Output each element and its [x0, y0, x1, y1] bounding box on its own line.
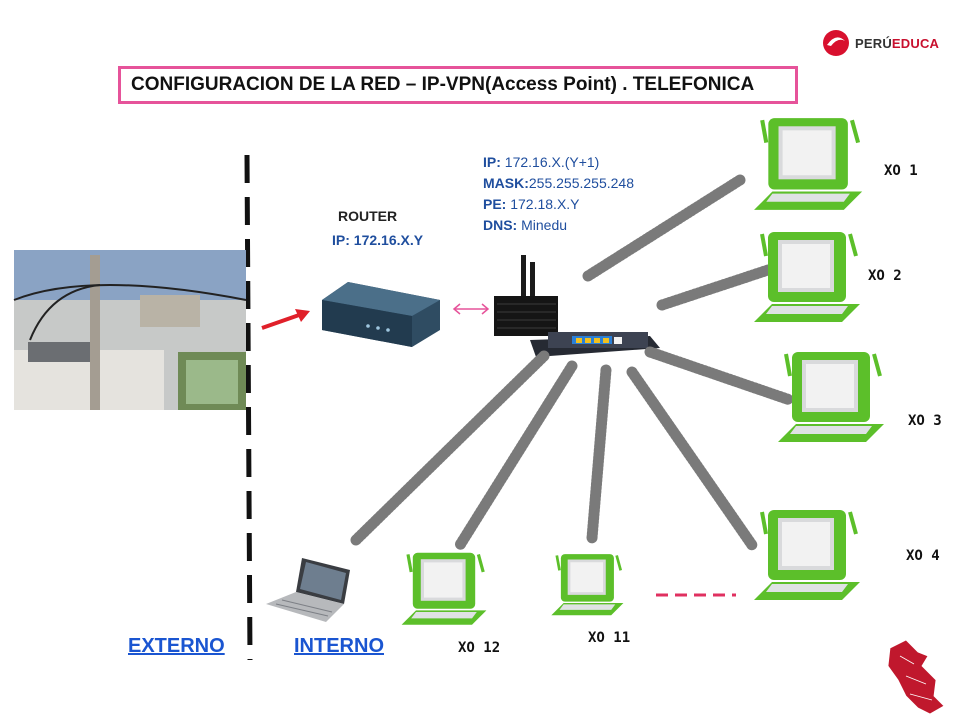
wireless-signal-xo2	[656, 264, 774, 311]
xo-laptop-3	[778, 352, 884, 442]
router-label: ROUTER	[338, 208, 398, 224]
wireless-signal-xo11	[586, 364, 612, 544]
access-point-info: IP: 172.16.X.(Y+1) MASK:255.255.255.248 …	[483, 152, 634, 236]
router-ip-value: 172.16.X.Y	[353, 232, 424, 248]
xo-laptop-2	[754, 232, 860, 322]
logo-prefix: PERÚ	[855, 35, 892, 51]
arrow-head-icon	[295, 309, 310, 322]
router-ip-key: IP:	[332, 232, 350, 248]
xo-laptop-4	[754, 510, 860, 600]
xo-label-3: XO 3	[908, 413, 942, 429]
xo-laptop-11	[551, 554, 624, 616]
xo-label-12: XO 12	[458, 640, 501, 656]
logo-suffix: EDUCA	[891, 35, 940, 51]
access-point-device	[494, 255, 660, 357]
router-ip: IP: 172.16.X.Y	[332, 232, 423, 248]
zone-internal-label: INTERNO	[294, 635, 384, 657]
peru-educa-logo: PERÚEDUCA	[820, 28, 939, 58]
xo-label-1: XO 1	[884, 163, 918, 179]
peru-map-icon	[887, 639, 945, 715]
diagram-title-text: CONFIGURACION DE LA RED – IP-VPN(Access …	[131, 74, 755, 95]
ap-info-dns: DNS: Minedu	[483, 217, 568, 233]
wireless-signal-xo12	[454, 360, 578, 551]
ap-info-ip: IP: 172.16.X.(Y+1)	[483, 154, 600, 170]
xo-label-2: XO 2	[868, 268, 902, 284]
boundary-dashed-line	[244, 154, 253, 661]
wireless-signal-xo3	[644, 346, 796, 406]
xo-laptop-12	[401, 552, 487, 625]
diagram-title: CONFIGURACION DE LA RED – IP-VPN(Access …	[118, 66, 798, 104]
wireless-signal-xo1	[582, 174, 746, 282]
ap-info-pe: PE: 172.18.X.Y	[483, 196, 580, 212]
ap-info-mask: MASK:255.255.255.248	[483, 175, 634, 191]
xo-laptop-1	[754, 118, 863, 210]
logo-emblem-icon	[823, 30, 849, 56]
zone-external-label: EXTERNO	[128, 635, 225, 657]
xo-label-11: XO 11	[588, 630, 631, 646]
router-device	[322, 282, 440, 347]
xo-label-4: XO 4	[906, 548, 940, 564]
client-laptop	[266, 558, 350, 622]
wireless-signal-client	[350, 350, 550, 546]
wireless-signals	[350, 174, 796, 551]
connection-arrow	[261, 312, 303, 330]
wireless-signal-xo4	[626, 366, 758, 551]
bidirectional-link-icon	[452, 303, 490, 315]
street-pole-photo	[13, 250, 247, 410]
